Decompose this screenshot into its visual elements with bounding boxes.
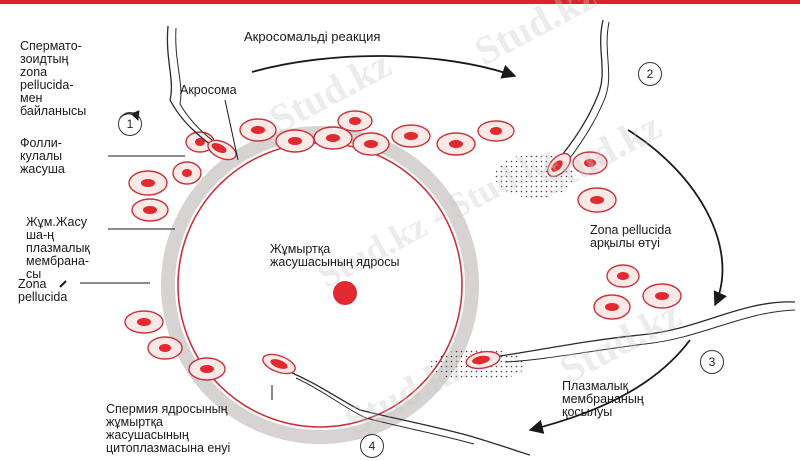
arrow-step3-to-4	[528, 339, 691, 434]
follicular-cell	[577, 187, 617, 213]
follicular-cell	[128, 170, 168, 196]
follicular-cell	[606, 264, 640, 288]
follicular-cell	[352, 132, 390, 156]
follicular-cell	[147, 336, 183, 360]
follicular-cell	[131, 198, 169, 222]
step-number-2: 2	[638, 62, 662, 86]
label-egg-membrane: Жұм.Жасу ша-ң плазмалық мембрана- сы	[26, 215, 90, 281]
label-sperm-nucleus-entry: Спермия ядросының жұмыртқа жасушасының ц…	[106, 402, 231, 455]
follicular-cell	[477, 120, 515, 142]
label-acrosome: Акросома	[180, 83, 237, 97]
follicular-cell	[337, 110, 373, 132]
label-acrosomal-reaction: Акросомальді реакция	[244, 29, 381, 44]
follicular-cell	[124, 310, 164, 334]
arrow-step1-to-2	[251, 55, 517, 79]
follicular-cell	[172, 161, 202, 185]
follicular-cells	[124, 110, 682, 381]
label-sperm-binding: Сперматo- зоидтың zona pellucida- мен ба…	[20, 39, 87, 118]
sperm-binding	[166, 25, 237, 161]
top-accent-bar	[0, 0, 800, 4]
egg-nucleus	[333, 281, 357, 305]
label-follicular-cell: Фолли- кулалы жасуша	[20, 136, 65, 176]
label-through-zona: Zona pellucida арқылы өтуі	[590, 223, 672, 250]
follicular-cell	[391, 124, 431, 148]
step-number-3: 3	[700, 350, 724, 374]
label-membrane-fusion: Плазмалық мембрананың қосылуы	[562, 379, 644, 419]
follicular-cell	[313, 126, 353, 150]
follicular-cell	[188, 357, 226, 381]
follicular-cell	[436, 132, 476, 156]
label-egg-nucleus: Жұмыртқа жасушасының ядросы	[270, 242, 400, 269]
leader-lines	[80, 99, 273, 400]
sperm-nucleus-entry	[262, 353, 531, 456]
sperm-membrane-fusion	[465, 301, 796, 370]
step-number-4: 4	[360, 434, 384, 458]
follicular-cell	[593, 294, 631, 320]
arrow-step2-to-3	[627, 129, 727, 307]
follicular-cell	[642, 283, 682, 309]
step-number-1: 1	[118, 112, 142, 136]
pointer-mark	[59, 280, 67, 288]
sperm-acrosomal-reaction	[546, 19, 610, 178]
label-zona-pellucida: Zona pellucida	[18, 277, 68, 304]
follicular-cell	[572, 151, 608, 175]
follicular-cell	[239, 118, 277, 142]
